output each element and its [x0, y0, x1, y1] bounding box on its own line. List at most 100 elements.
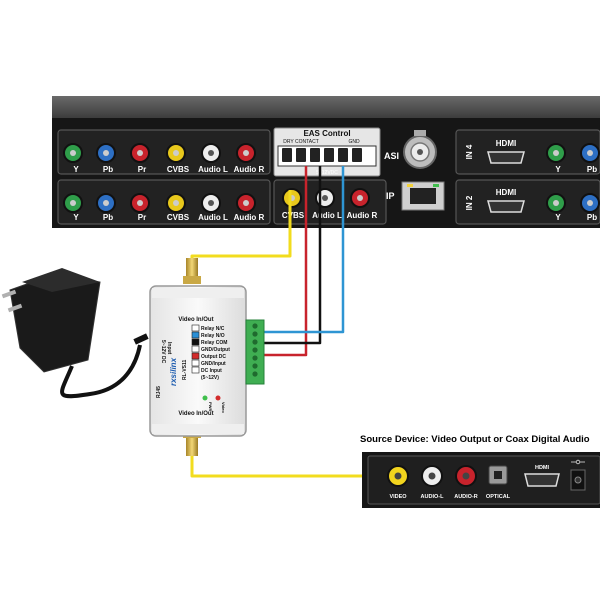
relay-box-bottom-rim — [152, 424, 244, 434]
top-label-cvbs: CVBS — [167, 165, 190, 174]
video-led-label: Video — [221, 402, 226, 413]
rack-top-surface — [52, 96, 600, 118]
power-cord — [60, 344, 142, 399]
legend-relay-no: Relay N/O — [201, 333, 225, 339]
rj45-label: RJ45 — [156, 386, 162, 398]
in2-label-pb: Pb — [587, 213, 597, 222]
power-adapter — [1, 268, 149, 399]
in2-label: IN 2 — [465, 195, 474, 210]
legend-gnd-input: GND/Input — [201, 361, 226, 367]
bottom-label-y: Y — [73, 213, 79, 222]
in2-hdmi-label: HDMI — [496, 188, 516, 197]
in4-label: IN 4 — [465, 144, 474, 159]
gnd-label: GND — [348, 139, 360, 145]
bottom-connector-bay — [57, 179, 271, 225]
asi-bnc-connector[interactable] — [403, 130, 437, 169]
dc-input-label-2: Input — [166, 342, 172, 355]
in4-label-pb: Pb — [587, 165, 597, 174]
eas-title: EAS Control — [303, 129, 350, 138]
ethernet-led-green — [433, 184, 439, 187]
terminal-screw-5[interactable] — [338, 148, 348, 162]
terminal-screws — [282, 148, 362, 162]
source-audio-l-label: AUDIO-L — [421, 494, 445, 500]
bottom-label-audio-r: Audio R — [234, 213, 265, 222]
adapter-prong-2 — [7, 303, 23, 313]
source-device-title: Source Device: Video Output or Coax Digi… — [360, 434, 590, 445]
relay-box: Video In/Out Video In/Out 5~12V DC Input… — [149, 258, 265, 456]
terminal-screw-1[interactable] — [282, 148, 292, 162]
terminal-hole-3[interactable] — [252, 339, 258, 345]
legend-swatch-relay-com — [191, 338, 200, 346]
bottom-label-pb: Pb — [103, 213, 113, 222]
legend-swatch-relay-no — [191, 331, 200, 339]
legend-swatch-dc-input — [191, 366, 200, 374]
top-bnc-nut — [183, 276, 201, 284]
source-video-label: VIDEO — [389, 494, 407, 500]
lower-av-row — [282, 188, 370, 208]
terminal-hole-7[interactable] — [252, 371, 258, 377]
dc-polarity-icon — [575, 459, 581, 465]
legend-swatch-gnd-input — [191, 359, 200, 367]
cable-black — [262, 166, 322, 345]
terminal-screw-2[interactable] — [296, 148, 306, 162]
rack-unit: Y Pb Pr CVBS Audio L Audio R Y Pb Pr CVB… — [52, 96, 600, 228]
ethernet-led-yellow — [407, 184, 413, 187]
dc-input-label-1: 5~12V DC — [160, 340, 166, 364]
cable-red — [262, 166, 308, 357]
top-label-audio-r: Audio R — [234, 165, 265, 174]
legend-gnd-output: GND/Output — [201, 347, 230, 353]
lower-label-audio-r: Audio R — [347, 211, 378, 220]
source-hdmi-port[interactable] — [524, 473, 560, 487]
legend-output-dc: Output DC — [201, 354, 226, 360]
terminal-hole-1[interactable] — [252, 323, 258, 329]
bottom-bnc-stem[interactable] — [186, 434, 198, 456]
in4-hdmi-label: HDMI — [496, 139, 516, 148]
source-optical-label: OPTICAL — [486, 494, 511, 500]
in4-hdmi-port[interactable] — [487, 151, 525, 164]
relay-box-top-rim — [152, 288, 244, 298]
ethernet-port[interactable] — [401, 181, 445, 211]
terminal-hole-4[interactable] — [252, 347, 258, 353]
terminal-screw-4[interactable] — [324, 148, 334, 162]
in2-bay — [455, 179, 600, 225]
legend-swatch-relay-nc — [191, 324, 200, 332]
top-rca-row — [63, 143, 256, 163]
top-bnc-stem[interactable] — [186, 258, 198, 280]
voltage-label: 5~12VDC — [316, 170, 338, 176]
dc-plug — [133, 333, 149, 345]
model-label: RL-VS11 — [182, 359, 188, 380]
legend-dc-input: DC Input — [201, 368, 222, 374]
bottom-label-cvbs: CVBS — [167, 213, 190, 222]
top-label-y: Y — [73, 165, 79, 174]
green-terminal-block — [245, 319, 265, 385]
top-label-pb: Pb — [103, 165, 113, 174]
lower-label-audio-l: Audio L — [312, 211, 342, 220]
eas-control-panel: EAS Control DRY CONTACT GND 5~12VDC — [273, 127, 381, 177]
terminal-hole-5[interactable] — [252, 355, 258, 361]
video-in-out-bottom-label: Video In/Out — [178, 411, 213, 417]
terminal-screw-3[interactable] — [310, 148, 320, 162]
asi-label: ASI — [384, 151, 399, 161]
terminal-hole-2[interactable] — [252, 331, 258, 337]
in2-hdmi-port[interactable] — [487, 200, 525, 213]
video-in-out-top-label: Video In/Out — [178, 317, 213, 323]
legend-dc-input-range: (5~12V) — [201, 375, 219, 381]
in4-label-y: Y — [555, 165, 561, 174]
legend-relay-nc: Relay N/C — [201, 326, 225, 332]
dry-contact-label: DRY CONTACT — [283, 139, 319, 145]
source-audio-r-label: AUDIO-R — [454, 494, 478, 500]
top-connector-bay — [57, 129, 271, 175]
legend-swatch-output-dc — [191, 352, 200, 360]
pwr-label: PWR — [208, 402, 213, 411]
terminal-hole-6[interactable] — [252, 363, 258, 369]
video-led — [215, 395, 221, 401]
cable-blue — [262, 166, 345, 334]
terminal-legend: Relay N/C Relay N/O Relay COM GND/Output… — [191, 324, 230, 381]
in2-label-y: Y — [555, 213, 561, 222]
bottom-label-pr: Pr — [138, 213, 146, 222]
terminal-screw-6[interactable] — [352, 148, 362, 162]
in4-bay — [455, 129, 600, 175]
legend-swatch-gnd-output — [191, 345, 200, 353]
